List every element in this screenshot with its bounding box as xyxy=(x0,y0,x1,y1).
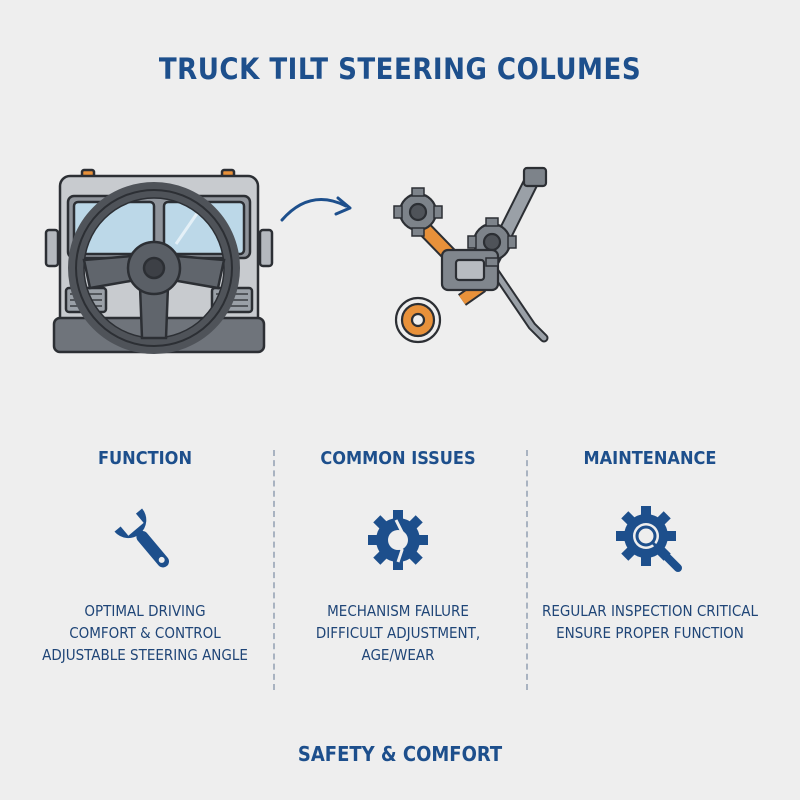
maintenance-heading: MAINTENANCE xyxy=(583,448,717,469)
function-line: ADJUSTABLE STEERING ANGLE xyxy=(42,646,248,664)
steering-column-illustration xyxy=(393,166,549,344)
page-title: TRUCK TILT STEERING COLUMES xyxy=(158,52,642,86)
function-line: COMFORT & CONTROL xyxy=(69,624,221,642)
wrench-icon xyxy=(114,508,169,568)
truck-cab-illustration xyxy=(44,168,274,354)
common-issues-line: DIFFICULT ADJUSTMENT, xyxy=(315,624,481,642)
column-separator xyxy=(526,450,528,690)
function-column: FUNCTION OPTIMAL DRIVING COMFORT & CONTR… xyxy=(15,444,275,666)
column-separator xyxy=(273,450,275,690)
maintenance-line: ENSURE PROPER FUNCTION xyxy=(556,624,744,642)
common-issues-column: COMMON ISSUES MECHANISM FAILURE DIFFICUL… xyxy=(268,444,528,666)
common-issues-text: MECHANISM FAILURE DIFFICULT ADJUSTMENT, … xyxy=(268,600,528,666)
function-heading: FUNCTION xyxy=(97,448,193,469)
common-issues-heading: COMMON ISSUES xyxy=(320,448,476,469)
gear-magnifier-icon xyxy=(616,506,682,572)
function-line: OPTIMAL DRIVING xyxy=(84,602,206,620)
footer-tagline: SAFETY & COMFORT xyxy=(297,742,503,766)
function-text: OPTIMAL DRIVING COMFORT & CONTROL ADJUST… xyxy=(15,600,275,666)
maintenance-column: MAINTENANCE REGULAR INSPECTION CRITICAL … xyxy=(520,444,780,644)
broken-gear-icon xyxy=(368,510,428,570)
arrow-icon xyxy=(280,196,352,222)
common-issues-line: MECHANISM FAILURE xyxy=(327,602,469,620)
common-issues-line: AGE/WEAR xyxy=(361,646,435,664)
maintenance-text: REGULAR INSPECTION CRITICAL ENSURE PROPE… xyxy=(520,600,780,644)
maintenance-line: REGULAR INSPECTION CRITICAL xyxy=(541,602,759,620)
